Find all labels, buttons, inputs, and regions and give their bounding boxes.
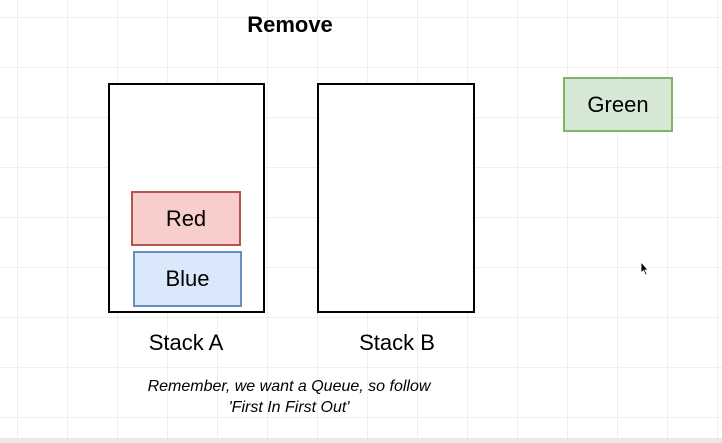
- stack-item-red[interactable]: Red: [131, 191, 241, 246]
- queue-note-line-2: 'First In First Out': [228, 399, 350, 416]
- floating-item-green[interactable]: Green: [563, 77, 673, 132]
- diagram-title: Remove: [247, 12, 333, 37]
- mouse-cursor-icon: [640, 261, 649, 276]
- stack-b-container: [317, 83, 475, 313]
- floating-item-green-label: Green: [587, 91, 649, 117]
- stack-item-blue-label: Blue: [165, 266, 210, 291]
- stack-b-label: Stack B: [359, 330, 435, 355]
- stack-item-red-label: Red: [165, 205, 207, 231]
- queue-note: Remember, we want a Queue, so follow 'Fi…: [110, 376, 468, 418]
- stack-a-label: Stack A: [148, 330, 224, 355]
- stack-item-blue[interactable]: Blue: [133, 251, 242, 307]
- bottom-edge: [0, 438, 722, 443]
- queue-note-line-1: Remember, we want a Queue, so follow: [147, 378, 431, 395]
